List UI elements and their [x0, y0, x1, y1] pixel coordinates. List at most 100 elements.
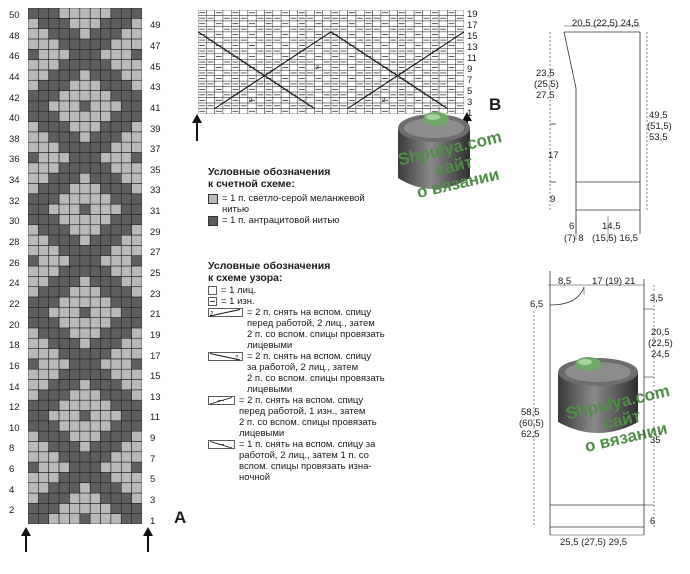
- chart-a-cell: [110, 90, 122, 102]
- chart-a-cell: [79, 276, 91, 287]
- chart-a-cell: [110, 183, 122, 195]
- chart-a-row-number: 37: [150, 144, 161, 156]
- chart-a-cell: [48, 8, 60, 19]
- chart-a-row-number: 30: [9, 216, 20, 228]
- chart-a-cell: [89, 193, 101, 205]
- chart-a-cell: [120, 224, 132, 236]
- chart-a-cell: [28, 513, 39, 524]
- chart-a-cell: [38, 172, 50, 184]
- chart-a-cell: [131, 69, 142, 81]
- chart-a-row-number: 23: [150, 288, 161, 300]
- chart-b-cell: [305, 53, 315, 60]
- chart-b-cell: [272, 10, 282, 16]
- chart-a-cell: [69, 379, 81, 391]
- chart-a-cell: [110, 379, 122, 391]
- chart-a-cell: [131, 410, 142, 422]
- chart-b-cell: [372, 108, 382, 114]
- legend-text: = 1 изн.: [221, 296, 255, 307]
- chart-b-cell: [305, 64, 315, 71]
- chart-a-cell: [100, 245, 112, 256]
- chart-b-cell: [280, 69, 290, 76]
- chart-b-cell: [239, 31, 249, 38]
- chart-b-cell: [255, 10, 265, 16]
- chart-b-cell: [280, 48, 290, 55]
- chart-a-cell: [100, 8, 112, 19]
- chart-a-cell: [48, 245, 60, 256]
- chart-a-cell: [58, 255, 70, 267]
- chart-a-row-number: 49: [150, 20, 161, 32]
- chart-a-cell: [28, 461, 39, 473]
- chart-a-cell: [100, 317, 112, 329]
- chart-a-cell: [110, 482, 122, 494]
- chart-a-cell: [120, 18, 132, 29]
- chart-b-cell: [289, 108, 298, 114]
- chart-b-cell: [347, 15, 357, 22]
- chart-a-cell: [69, 513, 81, 524]
- chart-a-cell: [38, 276, 50, 287]
- chart-a-cell: [100, 255, 112, 267]
- chart-a-cell: [120, 317, 132, 329]
- chart-a-cell: [89, 214, 101, 226]
- chart-b-cell: [280, 102, 290, 109]
- chart-b-cell: [339, 97, 348, 104]
- sleeve-bottom-small-2: (7) 8: [564, 233, 584, 244]
- chart-b-cell: [239, 42, 249, 49]
- chart-a-cell: [69, 255, 81, 267]
- chart-a-cell: [120, 492, 132, 504]
- chart-a-row-number: 19: [150, 329, 161, 341]
- chart-a-cell: [131, 214, 142, 226]
- sleeve-mid-length: 17: [548, 150, 559, 161]
- legend-pattern-item: = 1 лиц.: [208, 285, 408, 296]
- chart-a-cell: [69, 48, 81, 60]
- chart-a-cell: [131, 172, 142, 184]
- chart-b-cell: [447, 15, 456, 22]
- chart-a-cell: [100, 482, 112, 494]
- chart-b-label: B: [489, 95, 502, 114]
- chart-a-cell: [58, 451, 70, 463]
- chart-a-cell: [58, 203, 70, 215]
- chart-a-cell: [58, 337, 70, 349]
- chart-a-row-number: 25: [150, 268, 161, 279]
- chart-a-cell: [48, 441, 60, 453]
- chart-a-cell: [110, 18, 122, 29]
- chart-a-cell: [131, 482, 142, 494]
- chart-a-cell: [69, 110, 81, 122]
- chart-a-cell: [58, 430, 70, 442]
- chart-a-cell: [58, 472, 70, 484]
- chart-a-cell: [110, 172, 122, 184]
- chart-a-grid: [28, 8, 142, 524]
- chart-a-cell: [120, 172, 132, 184]
- chart-b-cell: [247, 48, 257, 55]
- chart-a-cell: [28, 90, 39, 102]
- chart-a-cell: [89, 245, 101, 256]
- chart-b-cell: [372, 53, 382, 60]
- chart-b-cell: [305, 20, 315, 27]
- chart-b-cell: [455, 75, 464, 82]
- chart-a-cell: [120, 296, 132, 308]
- chart-a-cell: [48, 368, 60, 380]
- chart-b-cell: [255, 108, 265, 114]
- chart-a-cell: [69, 90, 81, 102]
- chart-a-cell: [120, 410, 132, 422]
- chart-b-cell: [222, 75, 232, 82]
- chart-a-cell: [79, 38, 91, 50]
- chart-b-cell: [314, 48, 323, 55]
- chart-a-cell: [89, 472, 101, 484]
- chart-b-cell: [413, 91, 423, 98]
- chart-b-row-number: 11: [467, 52, 477, 64]
- chart-b-cell: [388, 42, 398, 49]
- chart-b-cell: [272, 86, 282, 93]
- chart-a-cell: [100, 461, 112, 473]
- chart-a-cell: [38, 183, 50, 195]
- chart-b-cell: [289, 86, 298, 93]
- chart-a-cell: [79, 389, 91, 401]
- legend-symbol-icon: [208, 286, 217, 295]
- legend-text: = 2 п. снять на вспом. спицу перед работ…: [239, 395, 377, 439]
- chart-a-cell: [48, 276, 60, 287]
- chart-a-cell: [58, 90, 70, 102]
- chart-b-cell: [280, 37, 290, 44]
- chart-a-cell: [131, 18, 142, 29]
- chart-a-cell: [110, 327, 122, 339]
- chart-a-cell: [131, 420, 142, 432]
- chart-a-cell: [89, 296, 101, 308]
